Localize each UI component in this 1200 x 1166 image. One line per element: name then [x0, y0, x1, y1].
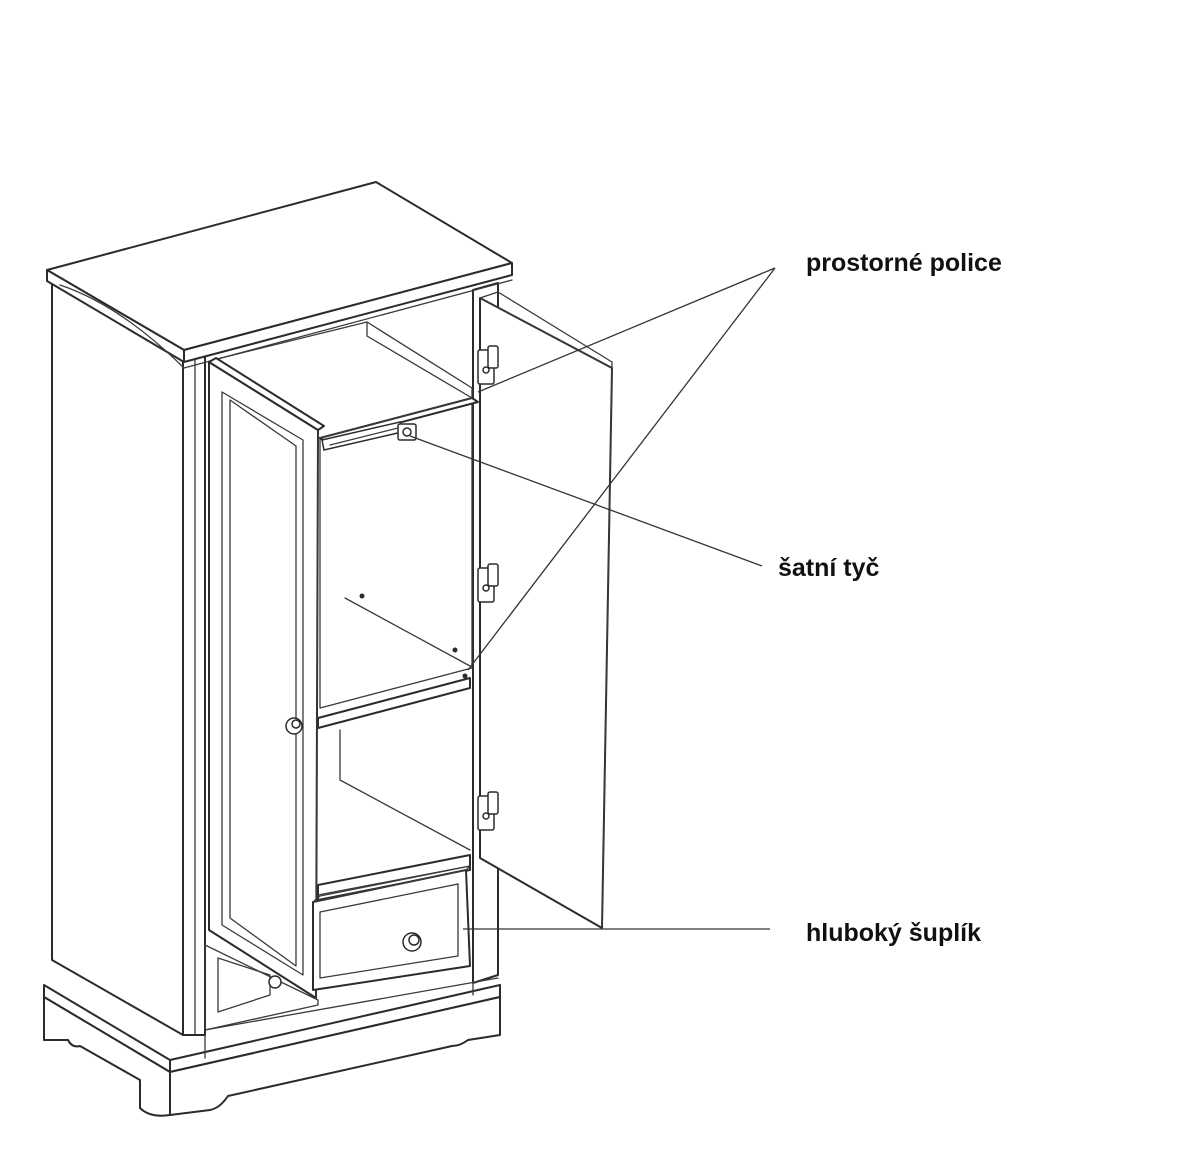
- hinge-middle: [477, 563, 499, 603]
- leader-lines: [409, 267, 776, 930]
- label-shelves: prostorné police: [806, 249, 1002, 277]
- top-right-edge: [183, 262, 513, 363]
- hinge-bottom: [477, 791, 499, 831]
- hinge-top: [477, 345, 499, 385]
- leader-rail: [409, 435, 763, 567]
- door-knob: [285, 717, 303, 735]
- plinth: [43, 982, 501, 1117]
- drawer: [312, 865, 471, 991]
- front-left-stile: [182, 351, 206, 1036]
- leader-shelves-lower: [467, 267, 776, 671]
- leader-shelves-upper: [477, 267, 776, 393]
- wardrobe-body: [43, 181, 613, 1117]
- middle-shelf: [317, 677, 471, 729]
- left-door: [208, 361, 319, 999]
- left-side-panel: [51, 281, 184, 1036]
- label-drawer: hluboký šuplík: [806, 919, 982, 947]
- right-door: [479, 297, 613, 929]
- label-rail: šatní tyč: [778, 554, 880, 582]
